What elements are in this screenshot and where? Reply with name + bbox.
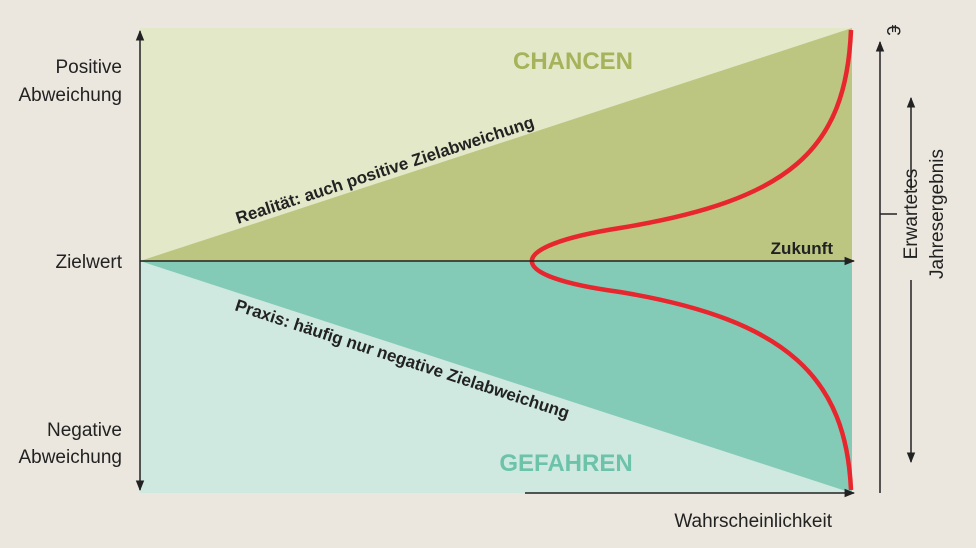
euro-label: € — [882, 25, 903, 36]
chances-title: CHANCEN — [513, 48, 633, 75]
dangers-triangle — [140, 261, 852, 493]
expected-result-label: Erwartetes — [901, 169, 922, 260]
probability-label: Wahrscheinlichkeit — [674, 511, 832, 532]
negative-deviation-label: Negative — [47, 420, 122, 441]
positive-deviation-label: Positive — [55, 57, 122, 78]
dangers-title: GEFAHREN — [499, 450, 632, 477]
expected-result-label-2: Jahresergebnis — [927, 149, 948, 279]
positive-deviation-label-2: Abweichung — [18, 85, 122, 106]
negative-deviation-label-2: Abweichung — [18, 447, 122, 468]
target-label: Zielwert — [55, 252, 122, 273]
chances-triangle — [140, 28, 852, 261]
future-label: Zukunft — [771, 239, 834, 258]
